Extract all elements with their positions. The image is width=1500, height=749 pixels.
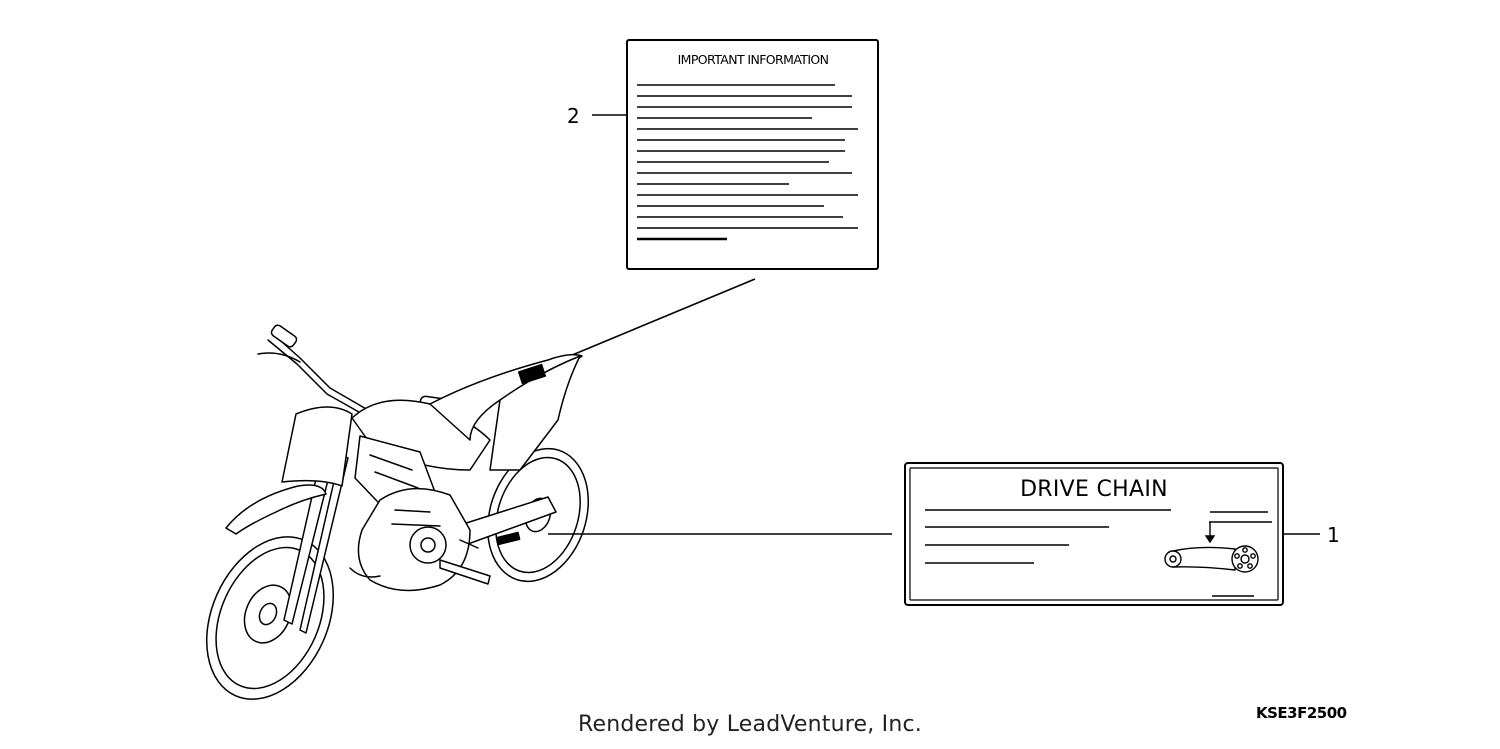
callout-number-1: 1 xyxy=(1327,523,1340,547)
label-text-lines xyxy=(637,84,858,241)
drive-chain-label[interactable] xyxy=(904,462,1284,606)
rendered-by-footer: Rendered by LeadVenture, Inc. xyxy=(578,712,922,737)
info-label-pointer xyxy=(552,278,756,364)
chain-slack-icon xyxy=(1164,521,1272,573)
important-information-title: IMPORTANT INFORMATION xyxy=(677,52,829,67)
label-text-lines xyxy=(925,509,1268,597)
callout-number-2: 2 xyxy=(567,104,580,128)
drive-chain-title: DRIVE CHAIN xyxy=(1020,477,1168,502)
motorcycle-illustration xyxy=(205,324,590,700)
diagram-part-code: KSE3F2500 xyxy=(1256,704,1347,722)
important-information-label[interactable] xyxy=(626,39,879,270)
